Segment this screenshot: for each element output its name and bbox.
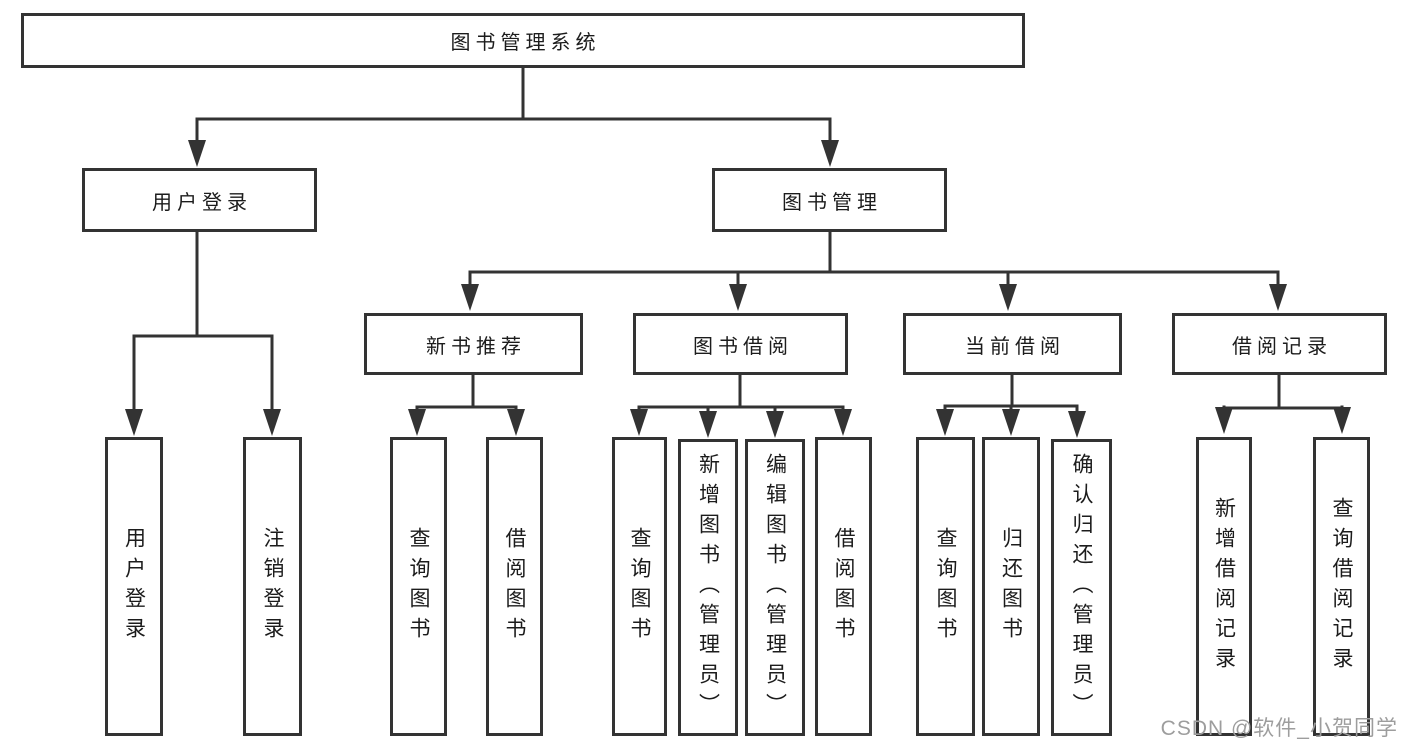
node-leaf-logout: 注销登录 [243,437,302,736]
arrowhead-down-icon [766,411,784,438]
node-leaf-bb-add: 新增图书（管理员） [678,439,738,736]
node-current-borrow: 当前借阅 [903,313,1122,375]
arrowhead-down-icon [1333,407,1351,434]
node-label: 借阅图书 [503,526,526,647]
node-label: 图书管理 [782,191,882,214]
node-label: 借阅记录 [1232,335,1332,358]
node-leaf-nb-borrow: 借阅图书 [486,437,543,736]
arrowhead-down-icon [125,409,143,436]
node-user-login: 用户登录 [82,168,317,232]
node-label: 查询图书 [934,526,957,647]
arrowhead-down-icon [999,284,1017,311]
arrowhead-down-icon [1002,409,1020,436]
node-label: 编辑图书（管理员） [763,452,787,723]
arrowhead-down-icon [507,409,525,436]
arrowhead-down-icon [821,140,839,167]
arrowhead-down-icon [699,411,717,438]
arrowhead-down-icon [1269,284,1287,311]
node-label: 用户登录 [152,191,252,214]
node-label: 查询借阅记录 [1330,496,1353,677]
node-label: 借阅图书 [832,526,855,647]
node-leaf-br-add: 新增借阅记录 [1196,437,1252,736]
arrowhead-down-icon [263,409,281,436]
node-leaf-bb-query: 查询图书 [612,437,667,736]
arrowhead-down-icon [834,409,852,436]
node-leaf-cb-return: 归还图书 [982,437,1040,736]
arrowhead-down-icon [1068,411,1086,438]
node-label: 图书借阅 [693,335,793,358]
node-leaf-bb-borrow: 借阅图书 [815,437,872,736]
node-new-book-rec: 新书推荐 [364,313,583,375]
node-label: 图书管理系统 [450,32,601,54]
node-leaf-cb-confirm: 确认归还（管理员） [1051,439,1112,736]
node-label: 查询图书 [628,526,651,647]
arrowhead-down-icon [729,284,747,311]
node-label: 新增借阅记录 [1212,496,1236,677]
node-label: 用户登录 [122,526,146,647]
node-leaf-bb-edit: 编辑图书（管理员） [745,439,805,736]
node-label: 新书推荐 [426,335,526,358]
arrowhead-down-icon [936,409,954,436]
node-label: 新增图书（管理员） [696,452,720,723]
node-book-mgmt: 图书管理 [712,168,947,232]
node-leaf-br-query: 查询借阅记录 [1313,437,1370,736]
node-label: 确认归还（管理员） [1070,452,1093,723]
arrowhead-down-icon [461,284,479,311]
node-label: 当前借阅 [965,335,1065,358]
node-leaf-nb-query: 查询图书 [390,437,447,736]
node-borrow-records: 借阅记录 [1172,313,1387,375]
arrowhead-down-icon [630,409,648,436]
node-label: 归还图书 [999,526,1023,647]
arrowhead-down-icon [408,409,426,436]
node-leaf-cb-query: 查询图书 [916,437,975,736]
arrowhead-down-icon [188,140,206,167]
node-label: 查询图书 [407,526,430,647]
node-root: 图书管理系统 [21,13,1025,68]
node-book-borrow: 图书借阅 [633,313,848,375]
node-label: 注销登录 [261,526,284,647]
arrowhead-down-icon [1215,407,1233,434]
node-leaf-user-login: 用户登录 [105,437,163,736]
